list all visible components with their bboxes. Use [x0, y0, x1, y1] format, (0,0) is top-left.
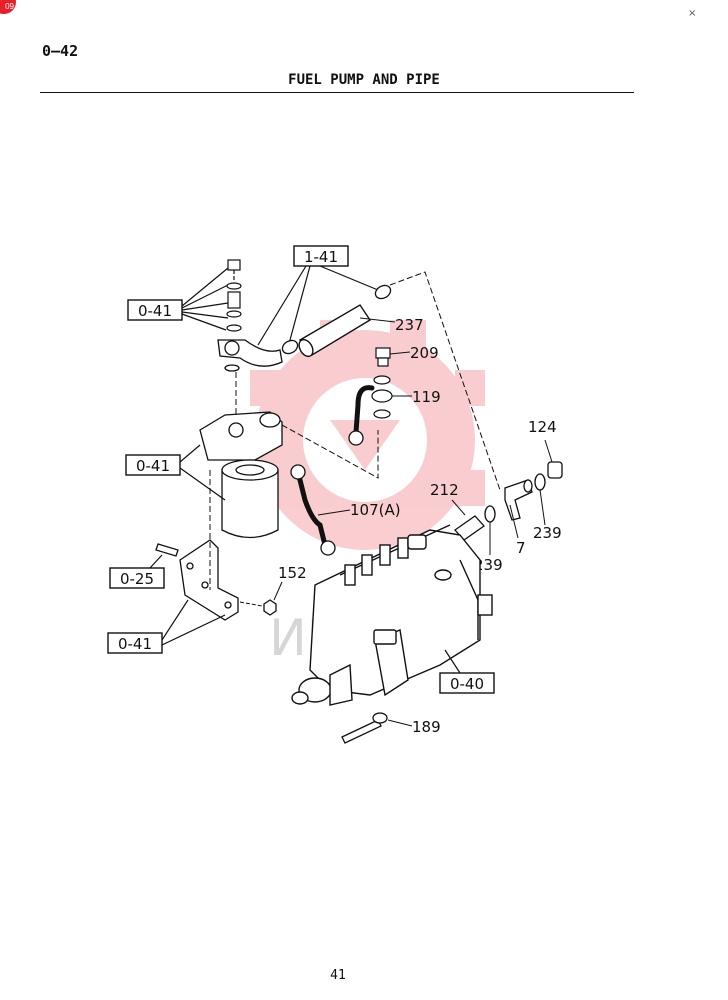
part-label-connector: 212: [430, 481, 459, 499]
leader-lines-top-pipe: [257, 265, 379, 346]
part-label-pipe-107: 107(A): [350, 501, 401, 519]
fuel-filter-cartridge: [221, 459, 279, 539]
washer-239-right-leader: [539, 489, 546, 526]
hose-clamps: [281, 284, 392, 355]
svg-text:0-41: 0-41: [136, 457, 170, 475]
reference-box-pump: 0-40: [439, 672, 495, 694]
part-label-nut: 152: [278, 564, 307, 582]
svg-text:0-40: 0-40: [450, 675, 484, 693]
page-title: FUEL PUMP AND PIPE: [288, 72, 440, 88]
pipe-107-eye-bottom: [320, 540, 336, 556]
page-code: 0—42: [42, 42, 79, 60]
leader-lines-bracket: [161, 599, 226, 646]
nut-152-leader: [273, 581, 283, 601]
reference-box-bracket: 0-41: [107, 632, 163, 654]
connector-212-leader: [451, 499, 466, 516]
part-label-washer-mid: 239: [474, 556, 503, 574]
cap-leader: [544, 439, 553, 463]
mounting-bracket: [179, 539, 239, 621]
pipe-107-eye-top: [290, 464, 306, 480]
leader-line-stud: [149, 554, 163, 569]
svg-text:1-41: 1-41: [304, 248, 338, 266]
part-label-bolt: 209: [410, 344, 439, 362]
hose-leader: [359, 317, 396, 323]
corner-tick-mark: ×: [688, 8, 697, 19]
leader-line-pump: [444, 649, 461, 674]
part-label-bolt-189: 189: [412, 718, 441, 736]
reference-box-stud: 0-25: [109, 567, 165, 589]
fuel-pipe-107: [295, 469, 328, 548]
part-label-cap: 124: [528, 418, 557, 436]
elbow-connector-7: [504, 479, 533, 521]
bracket-dashed-line: [239, 601, 263, 607]
washer-239-right: [534, 473, 546, 491]
svg-text:0-41: 0-41: [118, 635, 152, 653]
part-label-washer-right: 239: [533, 524, 562, 542]
corner-badge-text: 09: [5, 2, 14, 11]
title-divider: [40, 92, 634, 93]
pump-governor: [373, 629, 409, 697]
part-label-hose: 237: [395, 316, 424, 334]
leader-lines-bolts: [181, 267, 229, 331]
pipe-eye-upper: [348, 430, 364, 446]
nut-152: [263, 599, 277, 616]
reference-box-filter: 0-41: [125, 454, 181, 476]
bolt-189-leader: [387, 719, 413, 727]
fuel-pipe-upper: [353, 385, 375, 435]
bolt-stack: [226, 259, 242, 332]
washer-239-mid: [484, 505, 496, 523]
bolt-209-leader: [389, 351, 411, 355]
fuel-filter-head: [199, 411, 283, 461]
part-label-elbow: 7: [516, 539, 526, 557]
svg-text:0-41: 0-41: [138, 302, 172, 320]
cap-124: [547, 461, 563, 479]
svg-text:0-25: 0-25: [120, 570, 154, 588]
stud-part: [155, 543, 179, 557]
elbow-leader: [509, 504, 519, 539]
injection-pump-body: [309, 524, 493, 696]
pump-drive-shaft: [291, 663, 353, 706]
reference-box-bolts: 0-41: [127, 299, 183, 321]
bolt-189: [341, 712, 388, 744]
leader-lines-filter: [179, 444, 226, 501]
assembly-dashed-line-filter: [281, 424, 379, 479]
hose-part: [298, 304, 371, 358]
eye-fitting: [217, 339, 283, 372]
banjo-bolt-209: [375, 347, 391, 367]
watermark-logo: [250, 320, 485, 550]
assembly-dashed-line-top: [389, 271, 501, 491]
washers-119: [371, 375, 393, 419]
page-number: 41: [330, 968, 346, 983]
pipe-107-leader: [317, 509, 351, 516]
reference-box-top-pipe: 1-41: [293, 245, 349, 267]
part-label-washer-119: 119: [412, 388, 441, 406]
corner-badge: 09: [0, 0, 16, 14]
